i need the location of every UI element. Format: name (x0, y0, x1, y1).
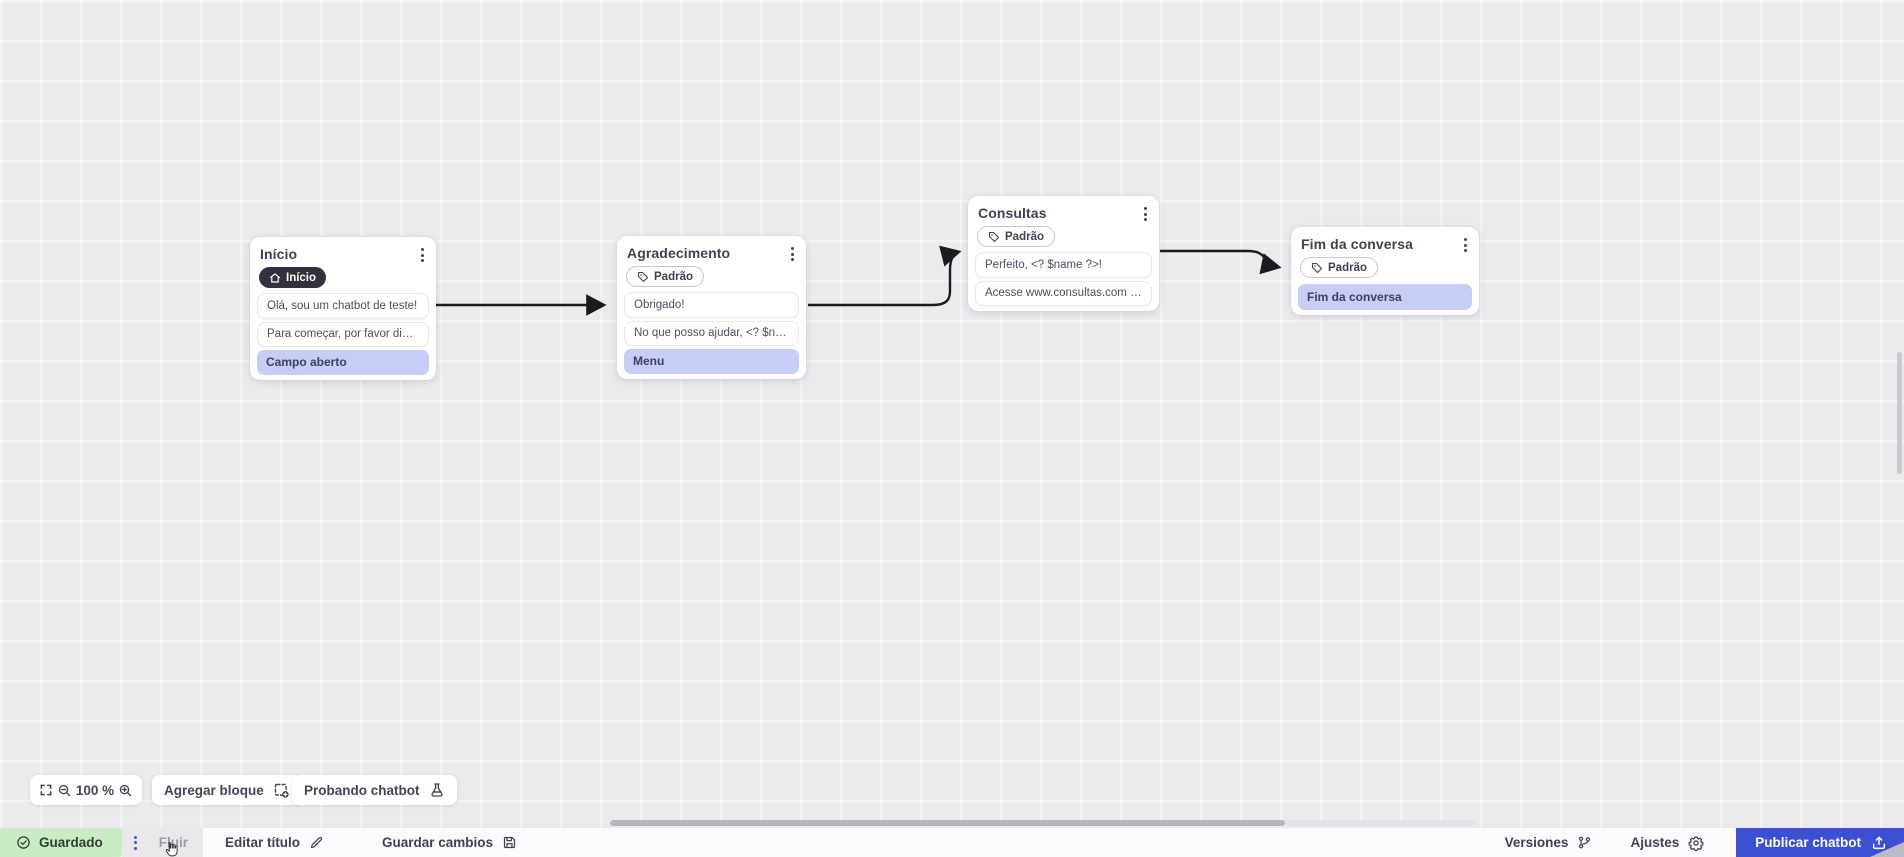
node-title: Consultas (978, 205, 1047, 221)
save-icon (503, 836, 516, 849)
tab-fluir[interactable]: Fluir (121, 828, 204, 857)
settings-button[interactable]: Ajustes (1624, 828, 1710, 857)
tag-icon (1311, 262, 1323, 273)
zoom-in-icon[interactable] (118, 783, 133, 798)
flow-canvas[interactable]: Início Início Olá, sou um chatbot de tes… (0, 0, 1904, 827)
kebab-menu-icon[interactable] (787, 245, 798, 263)
node-type-badge: Padrão (1300, 257, 1378, 278)
pencil-icon (310, 836, 323, 849)
kebab-menu-icon[interactable] (1140, 205, 1151, 223)
node-type-badge: Padrão (626, 266, 704, 287)
add-block-icon (274, 783, 289, 798)
window-corner-fold (1870, 842, 1904, 857)
node-type-badge: Início (259, 267, 327, 288)
save-changes-button[interactable]: Guardar cambios (376, 828, 523, 857)
action-item[interactable]: Campo aberto (257, 349, 429, 375)
flask-icon (430, 783, 443, 797)
flow-node-agradecimento[interactable]: Agradecimento Padrão Obrigado! No que po… (617, 236, 806, 379)
message-bubble[interactable]: Olá, sou um chatbot de teste! (257, 293, 429, 319)
tag-icon (637, 271, 649, 282)
message-bubble[interactable]: No que posso ajudar, <? $name ... (624, 320, 799, 346)
add-block-label: Agregar bloque (164, 782, 264, 798)
check-circle-icon (17, 836, 30, 849)
vertical-scrollbar[interactable] (1897, 352, 1902, 474)
status-bar: Guardado Fluir Editar título Guardar cam… (0, 827, 1904, 857)
message-bubble[interactable]: Perfeito, <? $name ?>! (975, 252, 1152, 278)
node-title: Início (260, 246, 298, 262)
drag-dots-icon[interactable] (133, 835, 137, 850)
publish-chatbot-button[interactable]: Publicar chatbot (1736, 828, 1904, 857)
node-title: Agradecimento (627, 245, 731, 261)
horizontal-scrollbar[interactable] (610, 820, 1285, 826)
versions-button[interactable]: Versiones (1499, 828, 1599, 857)
edit-title-button[interactable]: Editar título (219, 828, 330, 857)
tag-icon (988, 231, 1000, 242)
flow-node-fim-da-conversa[interactable]: Fim da conversa Padrão Fim da conversa (1291, 227, 1479, 315)
saved-label: Guardado (39, 835, 103, 850)
message-bubble[interactable]: Para começar, por favor digite o ... (257, 321, 429, 347)
kebab-menu-icon[interactable] (1460, 236, 1471, 254)
kebab-menu-icon[interactable] (417, 246, 428, 264)
saved-status-badge: Guardado (0, 828, 122, 857)
action-item[interactable]: Fim da conversa (1298, 284, 1472, 310)
flow-node-consultas[interactable]: Consultas Padrão Perfeito, <? $name ?>! … (968, 196, 1159, 311)
flow-edges (436, 245, 1282, 316)
branch-icon (1579, 836, 1591, 849)
edge-consultas-fim (1160, 249, 1282, 275)
message-bubble[interactable]: Acesse www.consultas.com par... (975, 280, 1152, 306)
gear-icon (1688, 835, 1704, 851)
test-chatbot-label: Probando chatbot (304, 782, 420, 798)
add-block-button[interactable]: Agregar bloque (152, 775, 302, 805)
zoom-level: 100 % (75, 782, 115, 798)
edge-agradecimento-consultas (808, 245, 962, 307)
fullscreen-icon[interactable] (39, 783, 53, 797)
flow-node-inicio[interactable]: Início Início Olá, sou um chatbot de tes… (250, 237, 436, 380)
node-title: Fim da conversa (1301, 236, 1413, 252)
zoom-toolbar: 100 % (30, 775, 142, 805)
node-type-badge: Padrão (977, 226, 1055, 247)
zoom-out-icon[interactable] (57, 783, 72, 798)
test-chatbot-button[interactable]: Probando chatbot (292, 775, 457, 805)
action-item[interactable]: Menu (624, 348, 799, 374)
flow-tab-label: Fluir (158, 835, 189, 850)
message-bubble[interactable]: Obrigado! (624, 292, 799, 318)
home-icon (269, 272, 281, 283)
